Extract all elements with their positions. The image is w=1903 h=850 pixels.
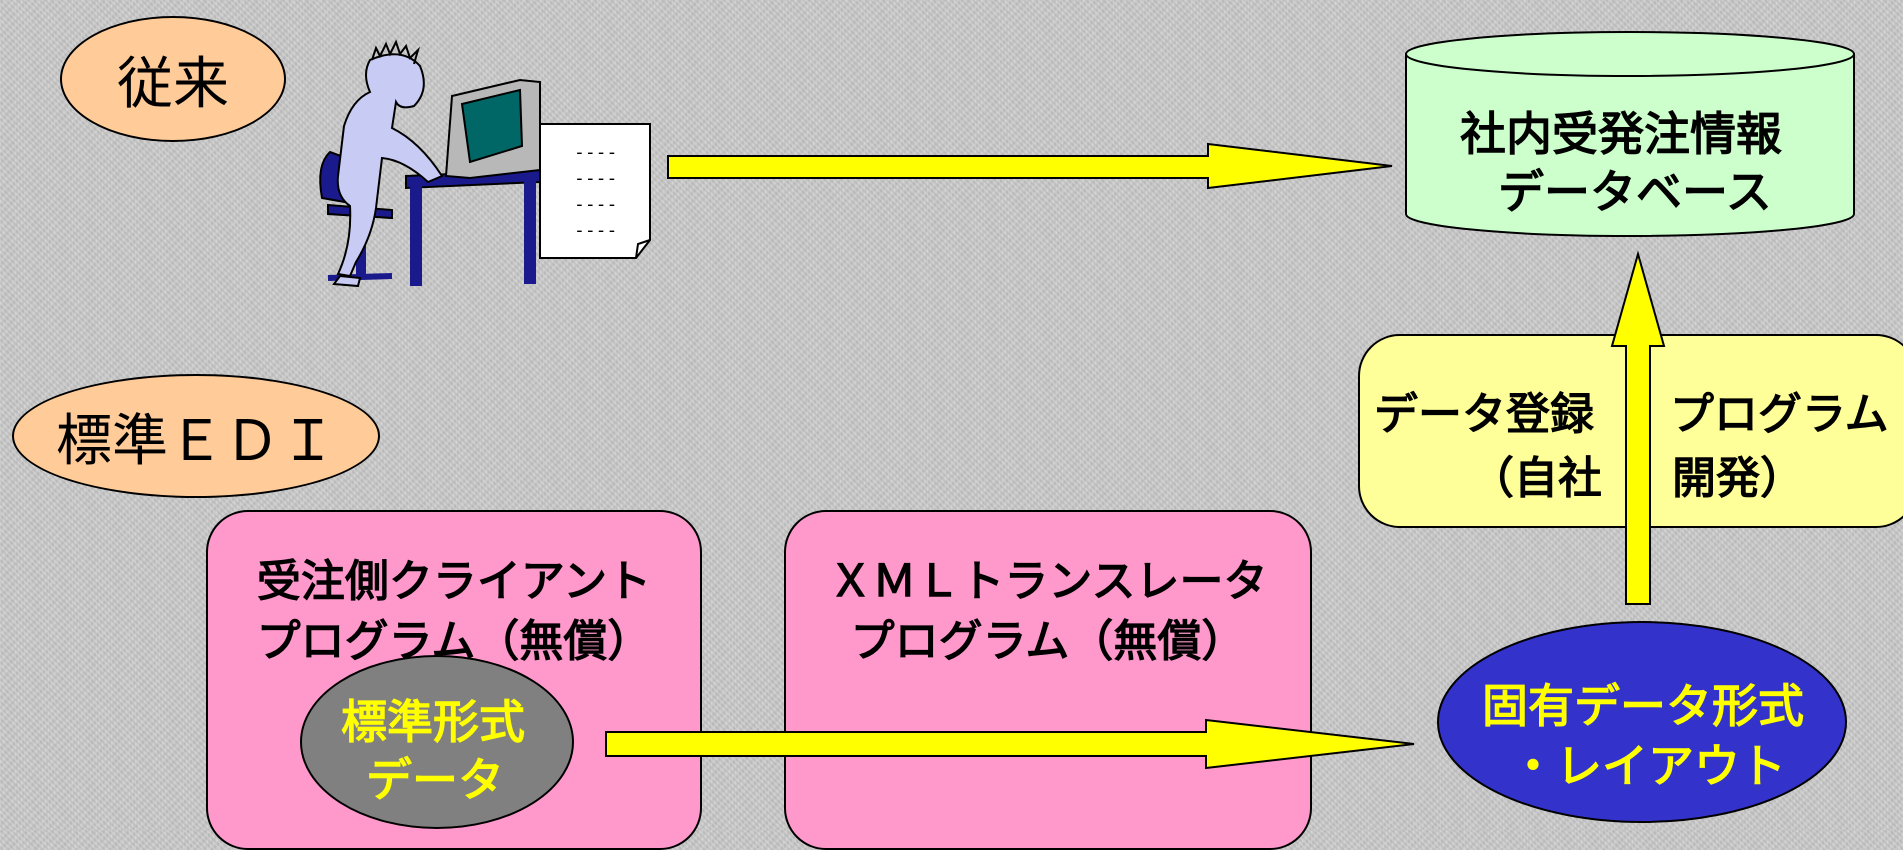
document-line-1: ---- — [574, 142, 618, 163]
document-lines: ---- ---- ---- ---- — [574, 140, 617, 244]
translator-program-box: ＸＭＬトランスレータ プログラム（無償） — [784, 510, 1312, 850]
proprietary-to-database-arrow — [1610, 250, 1666, 605]
database-line2: データベース — [1498, 165, 1772, 219]
diagram-canvas — [300, 31, 1855, 829]
document-line-3: ---- — [574, 194, 618, 215]
registration-line2-left: （自社 — [1470, 453, 1602, 504]
proprietary-data-line1: 固有データ形式 — [1482, 679, 1804, 733]
legacy-label: 従来 — [60, 16, 286, 142]
standard-to-proprietary-arrow — [605, 718, 1415, 770]
person-at-computer-icon — [319, 39, 541, 288]
proprietary-data-line2: ・レイアウト — [1510, 739, 1786, 793]
standard-data-ellipse — [300, 655, 574, 829]
registration-line1-right: プログラム — [1670, 389, 1889, 440]
translator-program-line2: プログラム（無償） — [850, 616, 1246, 667]
registration-line2-right: 開発） — [1672, 453, 1804, 504]
standard-data-line2: データ — [366, 753, 504, 807]
document-icon — [539, 123, 651, 259]
proprietary-data-ellipse — [1437, 621, 1847, 823]
legacy-label-text: 従来 — [117, 51, 229, 117]
registration-line1-left: データ登録 — [1374, 389, 1594, 440]
translator-program-line1: ＸＭＬトランスレータ — [828, 556, 1268, 607]
client-program-line1: 受注側クライアント — [256, 556, 652, 607]
database-line1: 社内受発注情報 — [1460, 107, 1782, 161]
document-line-2: ---- — [574, 168, 618, 189]
document-line-4: ---- — [574, 220, 618, 241]
standard-edi-label: 標準ＥＤＩ — [12, 374, 380, 498]
database-cylinder — [1405, 31, 1855, 237]
legacy-to-database-arrow — [667, 142, 1393, 190]
standard-data-line1: 標準形式 — [341, 695, 525, 749]
standard-edi-label-text: 標準ＥＤＩ — [56, 408, 336, 474]
